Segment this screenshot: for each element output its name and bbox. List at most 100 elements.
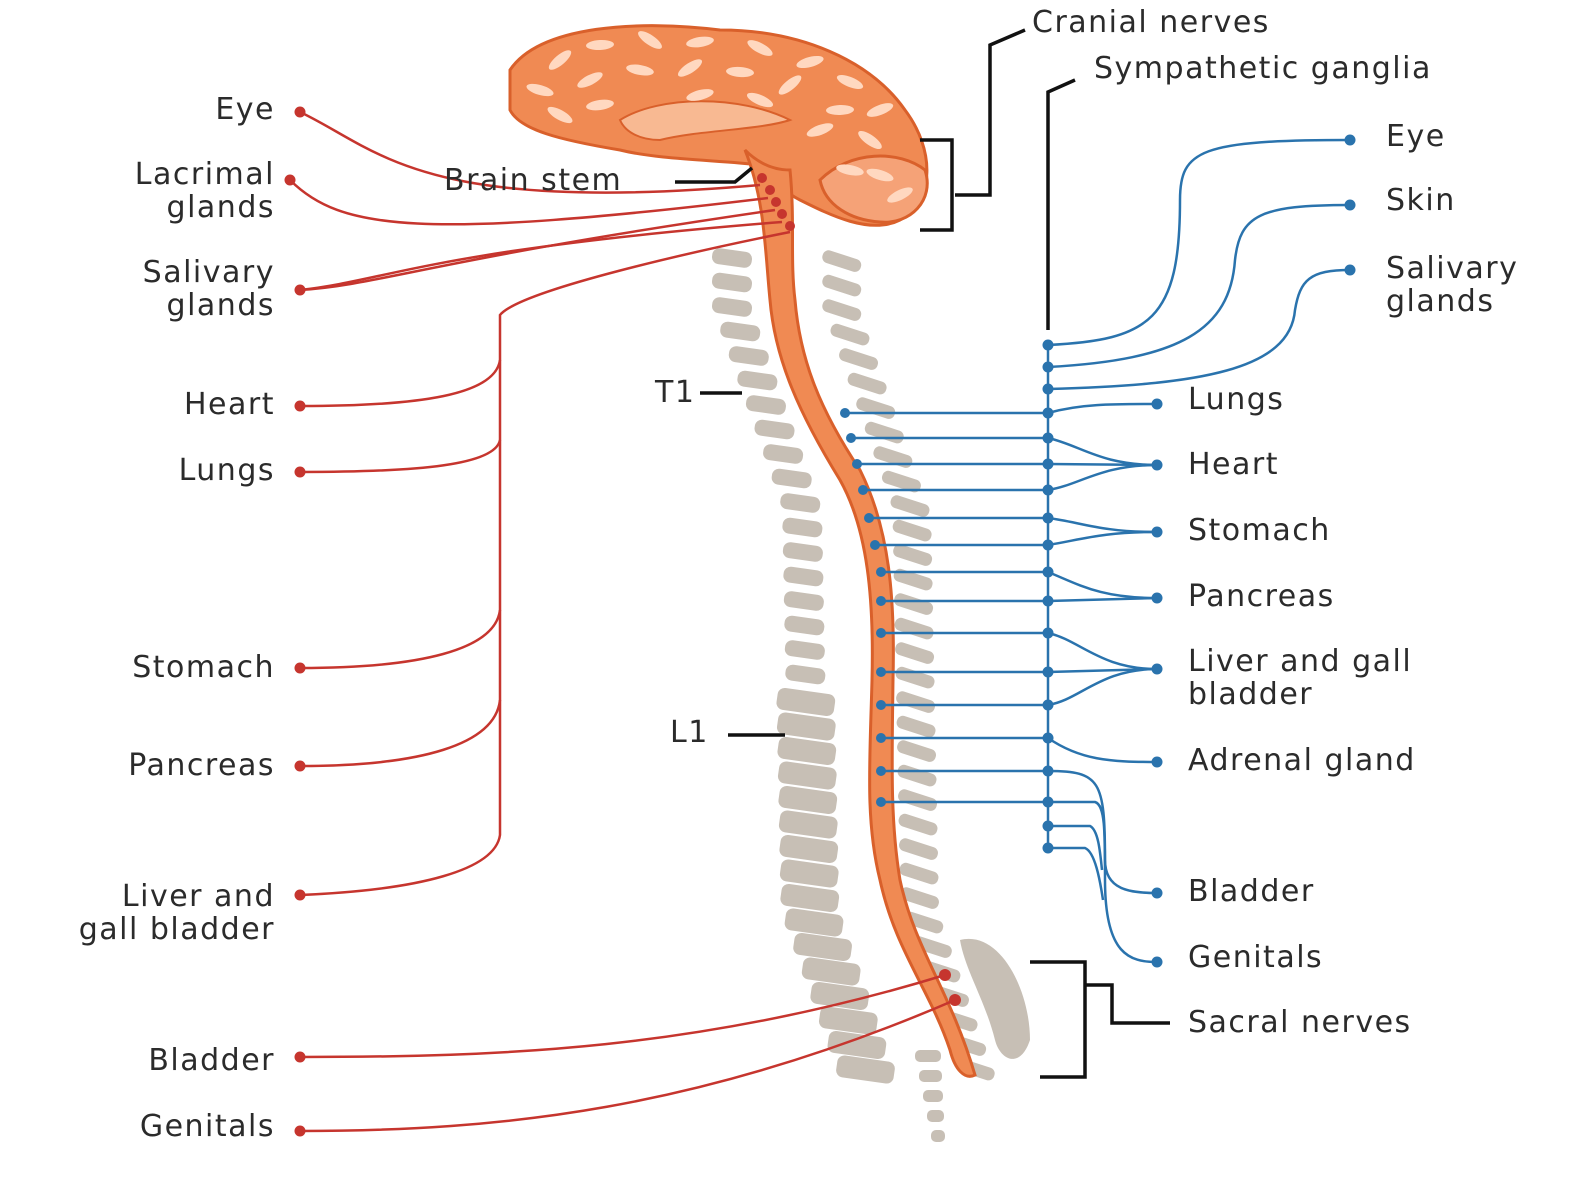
- para-label-salivary-glands: Salivary glands: [143, 256, 275, 322]
- vertebra-body: [827, 1030, 887, 1060]
- vertebra-body: [784, 908, 844, 938]
- vertebra-body: [711, 247, 753, 268]
- vertebra-process: [893, 616, 935, 641]
- sympathetic-target-dot: [1152, 757, 1163, 768]
- vertebra-process: [872, 445, 914, 470]
- sympathetic-ganglion-dot: [1043, 433, 1054, 444]
- vertebra-process: [863, 420, 905, 445]
- sympathetic-nerve: [1048, 518, 1157, 532]
- vertebra-body: [782, 566, 824, 587]
- sympathetic-ganglion-dot: [1043, 700, 1054, 711]
- vertebra-body: [776, 687, 836, 717]
- sacral-outflow-dot: [939, 969, 951, 981]
- parasympathetic-target-dot: [295, 401, 306, 412]
- vertebra-process: [846, 371, 888, 396]
- vertebra-body: [781, 517, 823, 538]
- spinal-outflow-dot: [876, 596, 886, 606]
- sympathetic-target-dot: [1152, 527, 1163, 538]
- coccyx-segment: [927, 1110, 944, 1122]
- vertebra-process: [838, 347, 880, 372]
- coccyx-segment: [923, 1090, 943, 1102]
- sympathetic-nerve: [1048, 572, 1157, 598]
- spinal-outflow-dot: [840, 408, 850, 418]
- sympathetic-nerve: [1048, 738, 1157, 762]
- sympathetic-ganglion-dot: [1043, 459, 1054, 470]
- vertebral-column: [711, 247, 996, 1142]
- vertebra-body: [784, 639, 826, 660]
- spinal-outflow-dot: [852, 459, 862, 469]
- sympathetic-ganglion-dot: [1043, 733, 1054, 744]
- parasympathetic-nerve: [300, 360, 500, 406]
- sympathetic-target-dot: [1152, 399, 1163, 410]
- vertebra-process: [889, 494, 931, 519]
- brain-stem-nucleus: [771, 197, 781, 207]
- symp-label-stomach: Stomach: [1188, 514, 1331, 547]
- vertebra-process: [821, 298, 863, 323]
- sympathetic-target-dot: [1152, 593, 1163, 604]
- parasympathetic-target-dot: [295, 663, 306, 674]
- sympathetic-ganglion-dot: [1043, 766, 1054, 777]
- symp-label-salivary-glands: Salivary glands: [1386, 252, 1518, 318]
- parasympathetic-target-dot: [295, 890, 306, 901]
- symp-label-liver-gall-bladder: Liver and gall bladder: [1188, 645, 1412, 711]
- vertebra-body: [779, 834, 839, 864]
- vertebra-body: [771, 468, 813, 489]
- vertebra-process: [895, 714, 937, 739]
- sympathetic-ganglia-label: Sympathetic ganglia: [1094, 52, 1432, 85]
- vertebra-body: [801, 957, 861, 987]
- vertebra-body: [736, 370, 778, 391]
- symp-label-heart: Heart: [1188, 448, 1279, 481]
- vertebra-body: [754, 419, 796, 440]
- sacral-nerves-label: Sacral nerves: [1188, 1006, 1412, 1039]
- coccyx-segment: [931, 1130, 945, 1142]
- para-label-eye: Eye: [215, 93, 275, 126]
- vertebra-process: [896, 763, 938, 788]
- sympathetic-target-dot: [1345, 200, 1356, 211]
- spinal-outflow-dot: [858, 485, 868, 495]
- vertebra-process: [896, 739, 938, 764]
- sympathetic-nerve: [1048, 465, 1157, 490]
- symp-label-adrenal-gland: Adrenal gland: [1188, 744, 1416, 777]
- parasympathetic-target-dot: [295, 1052, 306, 1063]
- para-label-genitals: Genitals: [140, 1110, 275, 1143]
- vertebra-body: [779, 492, 821, 513]
- vertebra-body: [762, 443, 804, 464]
- brain-stem-nucleus: [765, 185, 775, 195]
- sympathetic-target-dot: [1345, 265, 1356, 276]
- parasympathetic-nerve: [300, 232, 790, 895]
- vertebra-process: [896, 788, 938, 813]
- sympathetic-target-dot: [1152, 957, 1163, 968]
- parasympathetic-target-dot: [285, 175, 296, 186]
- spinal-outflow-dot: [876, 667, 886, 677]
- spinal-outflow-dot: [846, 433, 856, 443]
- symp-label-bladder: Bladder: [1188, 875, 1315, 908]
- parasympathetic-target-dot: [295, 1126, 306, 1137]
- para-label-lungs: Lungs: [179, 454, 275, 487]
- sympathetic-nerve: [1048, 669, 1157, 705]
- vertebra-body: [784, 664, 826, 685]
- vertebra-body: [728, 345, 770, 366]
- sacral-outflow-dot: [949, 994, 961, 1006]
- cranial-nerves-label: Cranial nerves: [1032, 6, 1270, 39]
- vertebra-process: [821, 273, 863, 298]
- vertebra-body: [779, 859, 839, 889]
- brain-stem-nucleus: [777, 209, 787, 219]
- sympathetic-nerve: [1048, 848, 1103, 900]
- sympathetic-ganglion-dot: [1043, 596, 1054, 607]
- sympathetic-ganglion-dot: [1043, 485, 1054, 496]
- para-label-pancreas: Pancreas: [128, 749, 275, 782]
- coccyx-segment: [915, 1050, 941, 1062]
- vertebra-body: [778, 810, 838, 840]
- para-label-lacrimal-glands: Lacrimal glands: [135, 158, 275, 224]
- parasympathetic-target-dot: [295, 107, 306, 118]
- sympathetic-ganglion-dot: [1043, 384, 1054, 395]
- vertebra-body: [777, 761, 837, 791]
- vertebra-process: [892, 543, 934, 568]
- sympathetic-nerve: [1048, 633, 1157, 669]
- sympathetic-ganglion-dot: [1043, 408, 1054, 419]
- spinal-outflow-dot: [876, 567, 886, 577]
- sympathetic-ganglion-dot: [1043, 362, 1054, 373]
- coccyx-segment: [919, 1070, 942, 1082]
- parasympathetic-nerve: [300, 610, 500, 668]
